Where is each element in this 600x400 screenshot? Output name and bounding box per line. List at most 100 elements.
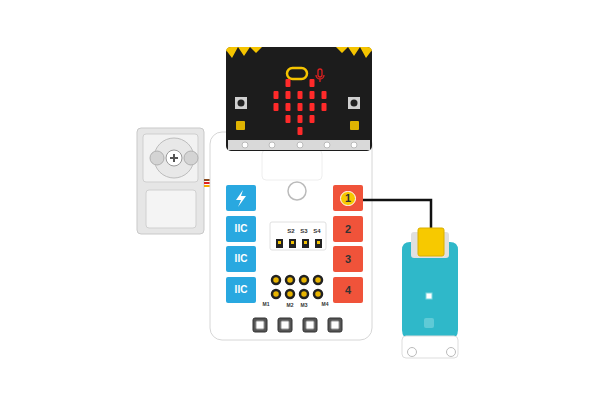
- sensor-module-part: [447, 348, 456, 357]
- port-label: 1: [340, 191, 356, 206]
- module-wire: [363, 200, 431, 232]
- servo-motor-part: [184, 151, 198, 165]
- expansion-board-part-part: [272, 276, 280, 284]
- expansion-board-part: [270, 222, 326, 250]
- microbit-board-part-part: [228, 140, 370, 150]
- servo-motor-part: [166, 150, 182, 166]
- microbit-board-part: [236, 121, 359, 130]
- led: [286, 91, 291, 99]
- microbit-board-part-part: [324, 142, 330, 148]
- expansion-board-part-part: [276, 239, 283, 248]
- sensor-module: [402, 228, 458, 358]
- expansion-board-part-part: [291, 241, 294, 244]
- port-label: IIC: [235, 224, 248, 234]
- port-label: IIC: [235, 285, 248, 295]
- port-label: 2: [345, 224, 351, 235]
- sensor-module-part: [426, 293, 432, 299]
- sensor-module-part: [418, 228, 444, 256]
- expansion-board-part: [226, 185, 256, 211]
- motor-port-label: M3: [301, 303, 308, 308]
- led: [286, 115, 291, 123]
- motor-port-label: M2: [287, 303, 294, 308]
- servo-motor: [137, 128, 204, 234]
- microbit-board-part-part: [236, 121, 245, 130]
- led: [310, 91, 315, 99]
- expansion-board-part: [278, 241, 320, 244]
- led: [274, 91, 279, 99]
- port-label: IIC: [235, 254, 248, 264]
- microbit-board-part-part: [269, 142, 275, 148]
- sensor-module-part: [402, 336, 458, 358]
- expansion-board-part-part: [304, 241, 307, 244]
- led: [310, 115, 315, 123]
- servo-motor-part: [143, 134, 198, 182]
- led-matrix: [274, 79, 327, 135]
- microbit-board-part-part: [350, 121, 359, 130]
- led: [298, 115, 303, 123]
- expansion-board-part: [288, 182, 306, 200]
- expansion-board-part-part: [314, 290, 322, 298]
- expansion-board-part-part: [303, 318, 317, 332]
- microbit-board-part: [228, 140, 370, 150]
- expansion-board-part: [272, 276, 322, 298]
- microbit-board-part: [316, 69, 324, 82]
- microbit-board-part: [238, 100, 245, 107]
- expansion-board-part-part: [317, 241, 320, 244]
- sensor-module-part: [424, 318, 434, 328]
- microbit-board-part-part: [351, 142, 357, 148]
- expansion-board-part-part: [300, 276, 308, 284]
- led: [298, 91, 303, 99]
- microbit-board-part: [348, 97, 360, 109]
- microbit-board-part: [226, 47, 262, 58]
- expansion-board-part-part: [272, 290, 280, 298]
- expansion-board-part-part: [314, 276, 322, 284]
- expansion-board-part-part: [331, 321, 339, 329]
- expansion-board: [210, 132, 372, 340]
- expansion-board-part-part: [286, 290, 294, 298]
- led: [298, 127, 303, 135]
- microbit-board-part: [242, 142, 357, 148]
- led: [298, 103, 303, 111]
- expansion-board-part-part: [278, 318, 292, 332]
- expansion-board-part: [253, 318, 342, 332]
- motor-port-label: M1: [263, 302, 270, 307]
- servo-pin-label: S3: [300, 228, 307, 234]
- microbit-board-part-part: [242, 142, 248, 148]
- motor-port-label: M4: [322, 302, 329, 307]
- microbit-board-part: [226, 47, 372, 151]
- expansion-board-part-part: [306, 321, 314, 329]
- microbit-board-part: [235, 97, 247, 109]
- microbit-board: [226, 47, 372, 151]
- expansion-board-part: [210, 132, 372, 340]
- servo-pin-label: S2: [287, 228, 294, 234]
- microbit-board-part-part: [297, 142, 303, 148]
- microbit-board-part: [336, 47, 372, 58]
- led: [322, 103, 327, 111]
- led: [310, 79, 315, 87]
- expansion-board-part: [236, 190, 246, 207]
- expansion-board-part-part: [253, 318, 267, 332]
- expansion-board-part-part: [300, 290, 308, 298]
- microbit-board-part: [287, 68, 307, 79]
- expansion-board-part-part: [315, 239, 322, 248]
- led: [274, 103, 279, 111]
- servo-motor-part: [150, 151, 164, 165]
- sensor-module-part: [408, 348, 417, 357]
- numbered-port: 3: [333, 246, 363, 272]
- led: [286, 79, 291, 87]
- expansion-board-part-part: [281, 321, 289, 329]
- numbered-port: 4: [333, 277, 363, 303]
- port-label: 3: [345, 254, 351, 265]
- expansion-board-part-part: [302, 239, 309, 248]
- numbered-port: 2: [333, 216, 363, 242]
- expansion-board-part: [256, 321, 339, 329]
- port-label: 4: [345, 285, 351, 296]
- expansion-board-part-part: [289, 239, 296, 248]
- iic-port: IIC: [226, 277, 256, 303]
- expansion-board-part-part: [328, 318, 342, 332]
- iic-port: IIC: [226, 246, 256, 272]
- numbered-port: 1: [333, 185, 363, 211]
- servo-motor-part: [137, 128, 204, 234]
